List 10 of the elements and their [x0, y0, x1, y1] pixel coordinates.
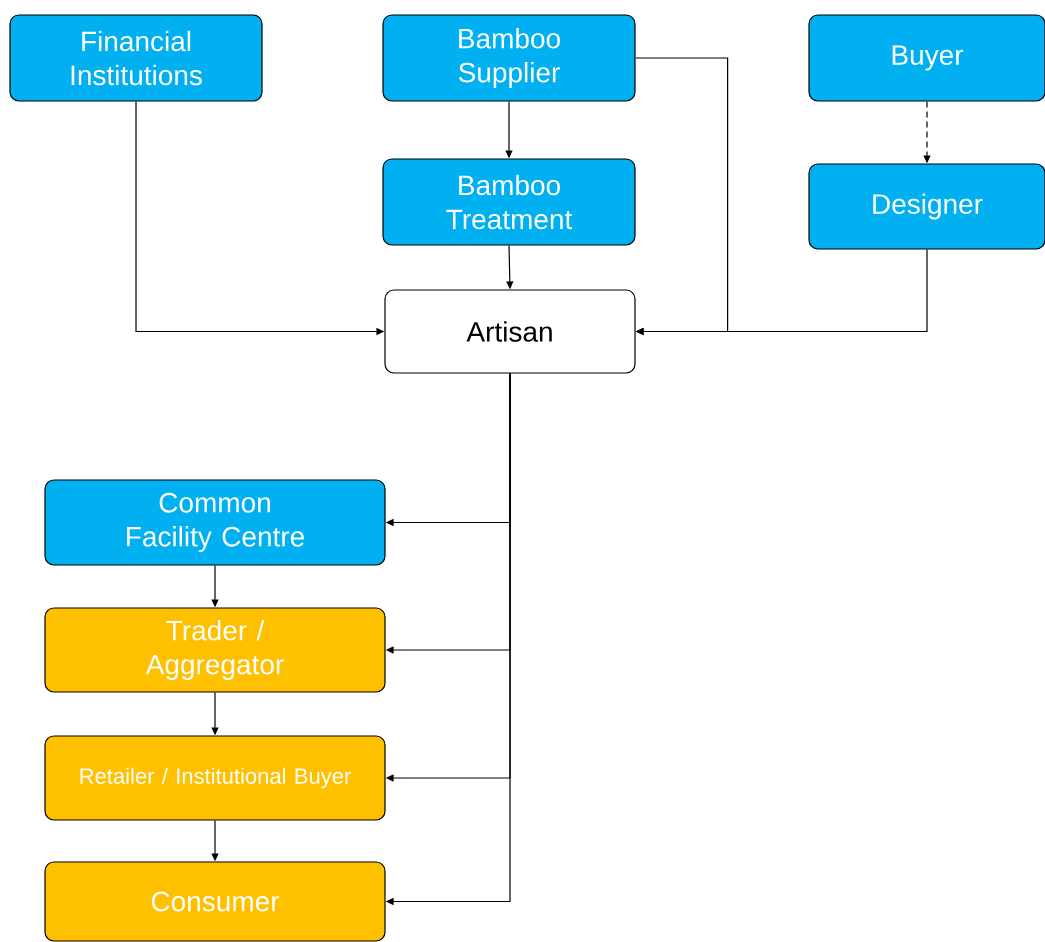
process-box: Trader / Aggregator [44, 607, 386, 693]
process-box: Bamboo Treatment [382, 158, 636, 246]
process-box: Designer [808, 163, 1045, 250]
process-box: Artisan [384, 289, 636, 374]
process-box: Consumer [44, 861, 386, 942]
process-box: Retailer / Institutional Buyer [44, 735, 386, 821]
process-box: Bamboo Supplier [382, 14, 636, 102]
process-box: Buyer [808, 14, 1045, 102]
process-box: Common Facility Centre [44, 479, 386, 566]
process-box: Financial Institutions [9, 14, 263, 102]
